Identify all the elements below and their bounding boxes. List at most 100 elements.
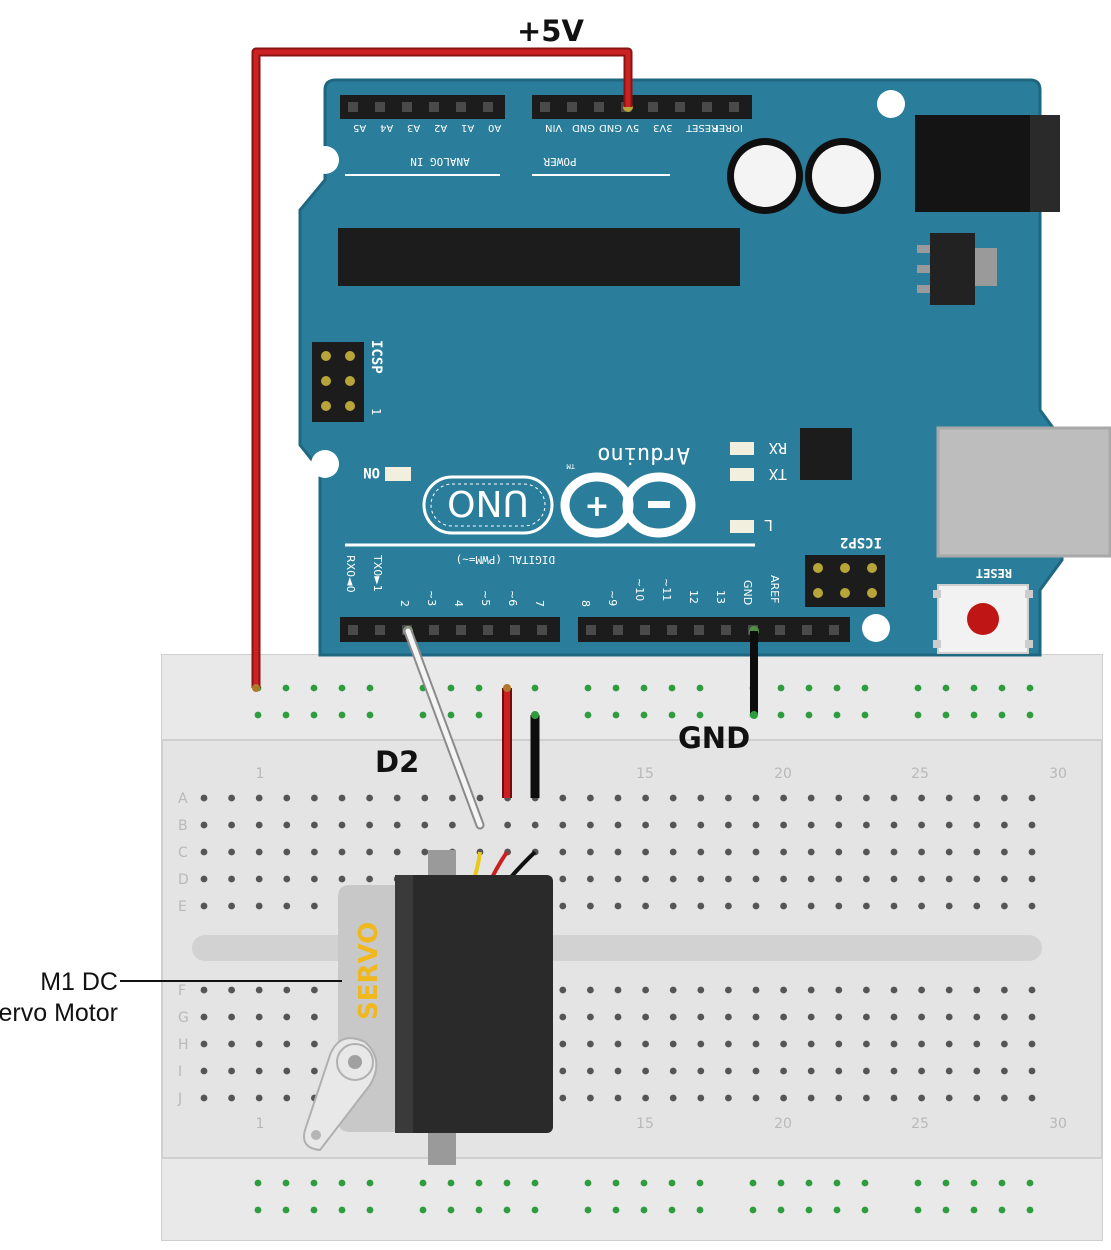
rx-label: RX [769,439,787,457]
breadboard-hole [283,848,291,856]
power-header [532,95,752,119]
row-letter-j: J [177,1091,182,1107]
col-number-20-bottom: 20 [774,1116,792,1132]
breadboard-hole [752,821,760,829]
analog-header [340,95,505,119]
breadboard-hole [863,1040,870,1048]
breadboard-hole [835,1013,843,1021]
analog-pin-label: A3 [407,122,420,133]
power-pin-label: 5V [626,122,639,133]
header-pin [456,625,466,635]
breadboard-hole [587,875,594,883]
breadboard-hole [504,821,511,829]
breadboard-hole [584,1206,592,1214]
breadboard-hole [283,902,291,910]
breadboard-hole [255,1067,263,1075]
breadboard-hole [973,1013,981,1021]
digital-title: DIGITAL (PWM=~) [456,553,555,566]
breadboard-hole [200,1040,208,1048]
breadboard-hole [752,1013,760,1021]
breadboard-hole [697,821,705,829]
breadboard-hole [366,1179,374,1187]
breadboard-hole [642,1013,649,1021]
breadboard-hole [419,711,427,719]
breadboard-hole [614,1094,622,1102]
breadboard-hole [283,875,291,883]
breadboard-hole [255,875,263,883]
breadboard-hole [945,1067,953,1075]
breadboard-hole [973,1094,981,1102]
power-title: POWER [543,155,576,168]
breadboard-hole [1026,1206,1034,1214]
breadboard: A B C D E F G H I J 1 15 20 25 30 1 15 2… [161,654,1103,1241]
breadboard-hole [752,902,760,910]
header-pin [840,563,850,573]
breadboard-hole [393,821,401,829]
breadboard-hole [697,986,705,994]
header-pin [594,102,604,112]
breadboard-hole [669,902,677,910]
breadboard-hole [1001,986,1008,994]
breadboard-hole [447,1206,455,1214]
breadboard-hole [945,1013,953,1021]
voltage-regulator [917,233,997,305]
breadboard-hole [421,821,429,829]
breadboard-hole [419,1206,427,1214]
power-pin-label: 3V3 [653,122,673,133]
breadboard-hole [200,875,208,883]
breadboard-hole [973,821,981,829]
breadboard-hole [780,848,787,856]
breadboard-hole [752,1040,760,1048]
wire-5v [251,47,633,692]
breadboard-hole [200,848,208,856]
breadboard-hole [890,794,898,802]
breadboard-hole [283,986,291,994]
header-pin [348,102,358,112]
breadboard-hole [780,1040,787,1048]
led-tx [730,468,754,481]
breadboard-hole [310,1206,318,1214]
breadboard-hole [642,986,649,994]
digital-pin-label: 13 [714,590,727,604]
breadboard-hole [696,684,704,692]
row-letter-b: B [178,818,188,834]
breadboard-hole [914,711,922,719]
breadboard-hole [942,1206,950,1214]
arduino-uno-board: A5 A4 A3 A2 A1 A0 ANALOG IN VIN GND GND … [298,78,1111,657]
breadboard-hole [945,1040,953,1048]
header-pin [429,102,439,112]
power-pin-label: GND [572,122,595,133]
col-number-30-bottom: 30 [1049,1116,1067,1132]
breadboard-hole [807,1094,815,1102]
breadboard-hole [1028,1040,1036,1048]
breadboard-hole [780,821,787,829]
breadboard-hole [863,902,870,910]
breadboard-hole [447,684,455,692]
breadboard-hole [310,1179,318,1187]
breadboard-hole [807,1067,815,1075]
header-pin [429,625,439,635]
breadboard-hole [697,794,705,802]
breadboard-hole [918,794,925,802]
breadboard-hole [835,1040,843,1048]
l-label: L [764,516,773,534]
label-d2: D2 [375,745,419,779]
breadboard-hole [255,821,263,829]
plus-icon: + [584,489,609,524]
uno-label: UNO [447,482,529,523]
arduino-brand: Arduino [597,442,690,467]
mounting-hole [311,450,339,478]
breadboard-hole [311,986,318,994]
breadboard-hole [614,1067,622,1075]
breadboard-hole [669,1067,677,1075]
breadboard-hole [283,794,291,802]
breadboard-hole [973,848,981,856]
digital-pin-label: TX0►1 [371,554,384,592]
breadboard-hole [559,1067,567,1075]
breadboard-hole [807,848,815,856]
breadboard-hole [393,794,401,802]
label-5v: +5V [517,14,584,48]
breadboard-hole [559,1040,567,1048]
breadboard-hole [725,1094,732,1102]
